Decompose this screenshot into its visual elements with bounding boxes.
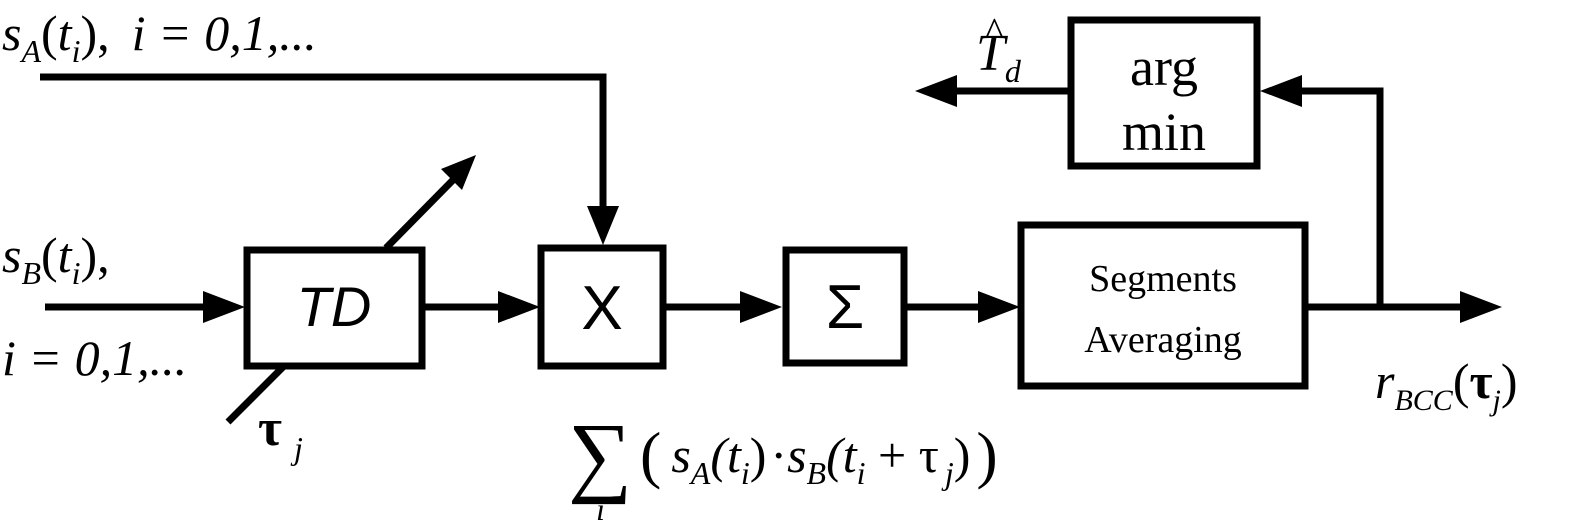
- sb-arrowhead: [203, 291, 245, 323]
- multiplier-block-label: X: [581, 274, 622, 343]
- formula-sum-index: i: [596, 491, 605, 526]
- averaging-block: Segments Averaging: [1017, 221, 1309, 390]
- sb-label: sB(ti),: [2, 227, 110, 291]
- sum-to-avg-arrowhead: [978, 291, 1020, 323]
- td-to-mult-arrowhead: [498, 291, 540, 323]
- td-hat-caret: ^: [985, 9, 1004, 54]
- delay-block: TD: [243, 246, 426, 370]
- wires: [40, 73, 1502, 425]
- sa-label: sA(ti),i = 0,1,...: [2, 5, 317, 69]
- sa-input-line: [40, 73, 607, 208]
- argmin-block: arg min: [1067, 16, 1261, 170]
- argmin-block-line1: arg: [1130, 37, 1198, 97]
- delay-block-label: TD: [297, 275, 372, 338]
- avg-output-arrowhead: [1460, 291, 1502, 323]
- delay-variable-arrow-line: [383, 177, 456, 251]
- summer-block: Σ: [782, 246, 908, 367]
- sa-arrowhead: [587, 206, 619, 245]
- td-hat-label: ^ Td: [976, 9, 1022, 89]
- formula-sum-symbol: ∑: [568, 406, 632, 505]
- rbcc-label: rBCC(τj): [1375, 353, 1518, 417]
- mult-to-sum-arrowhead: [740, 291, 782, 323]
- argmin-block-line2: min: [1122, 102, 1206, 162]
- feedback-arrowhead: [1260, 75, 1302, 107]
- summer-block-label: Σ: [826, 273, 864, 342]
- feedback-line: [1300, 87, 1384, 307]
- argmin-output-arrowhead: [915, 75, 957, 107]
- tau-control-line: [225, 364, 286, 425]
- delay-variable-arrowhead: [441, 155, 476, 190]
- multiplier-block: X: [537, 244, 667, 370]
- svg-text:Td: Td: [976, 25, 1022, 89]
- sb-index-label: i = 0,1,...: [2, 330, 187, 386]
- averaging-block-line2: Averaging: [1084, 319, 1242, 361]
- averaging-block-line1: Segments: [1089, 258, 1237, 300]
